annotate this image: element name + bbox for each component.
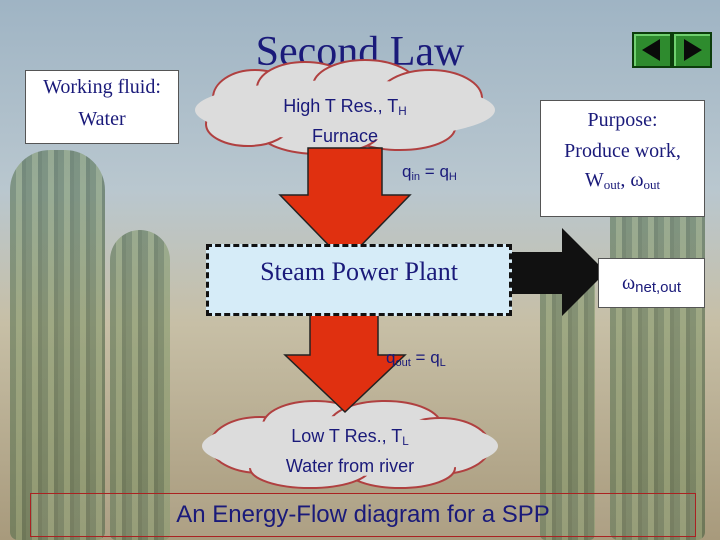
high-reservoir-subscript: H (398, 105, 407, 118)
heat-high-subscript: H (448, 171, 457, 183)
triangle-right-icon (684, 39, 702, 61)
purpose-line: Produce work, (564, 140, 681, 162)
high-reservoir-cloud-fill (195, 80, 495, 140)
purpose-outputs: Wout, ωout (541, 169, 704, 193)
purpose-separator: , (620, 169, 631, 191)
work-subscript: out (603, 177, 621, 192)
heat-out-equals: = q (410, 348, 440, 367)
heat-in-q: q (402, 162, 412, 181)
net-work-box: ωnet,out (598, 258, 705, 308)
low-reservoir-label: Low T Res., TL Water from river (250, 424, 450, 478)
heat-out-label: qout = qL (386, 348, 446, 369)
high-reservoir-name: Furnace (311, 126, 379, 146)
low-reservoir-name: Water from river (285, 456, 415, 476)
high-reservoir-label: High T Res., TH Furnace (240, 94, 450, 148)
caption-box: An Energy-Flow diagram for a SPP (30, 493, 696, 537)
heat-low-subscript: L (439, 357, 446, 369)
net-work-subscript: net,out (635, 279, 682, 296)
working-fluid-label: Working fluid: (43, 76, 161, 98)
omega-symbol: ω (630, 169, 644, 191)
prev-slide-button[interactable] (632, 32, 672, 68)
purpose-heading: Purpose: (587, 109, 658, 131)
high-reservoir-title: High T Res., T (283, 96, 399, 116)
heat-in-arrow (278, 147, 412, 264)
heat-out-q: q (386, 348, 396, 367)
heat-in-subscript: in (411, 171, 421, 183)
caption-text: An Energy-Flow diagram for a SPP (176, 501, 550, 528)
cactus-decoration-left (10, 150, 105, 540)
work-symbol: W (584, 169, 604, 191)
heat-in-label: qin = qH (402, 162, 457, 183)
low-reservoir-title: Low T Res., T (291, 426, 403, 446)
working-fluid-box: Working fluid: Water (25, 70, 179, 144)
cactus-decoration-left-small (110, 230, 170, 540)
steam-power-plant-label: Steam Power Plant (260, 257, 458, 286)
triangle-left-icon (642, 39, 660, 61)
omega-subscript: out (643, 177, 661, 192)
next-slide-button[interactable] (672, 32, 712, 68)
heat-out-subscript: out (395, 357, 411, 369)
low-reservoir-subscript: L (402, 435, 409, 448)
purpose-box: Purpose: Produce work, Wout, ωout (540, 100, 705, 217)
low-reservoir-cloud-fill (202, 416, 498, 476)
working-fluid-value: Water (78, 108, 126, 130)
net-work-omega: ω (621, 272, 636, 294)
heat-in-equals: = q (420, 162, 449, 181)
steam-power-plant-box: Steam Power Plant (206, 244, 512, 316)
